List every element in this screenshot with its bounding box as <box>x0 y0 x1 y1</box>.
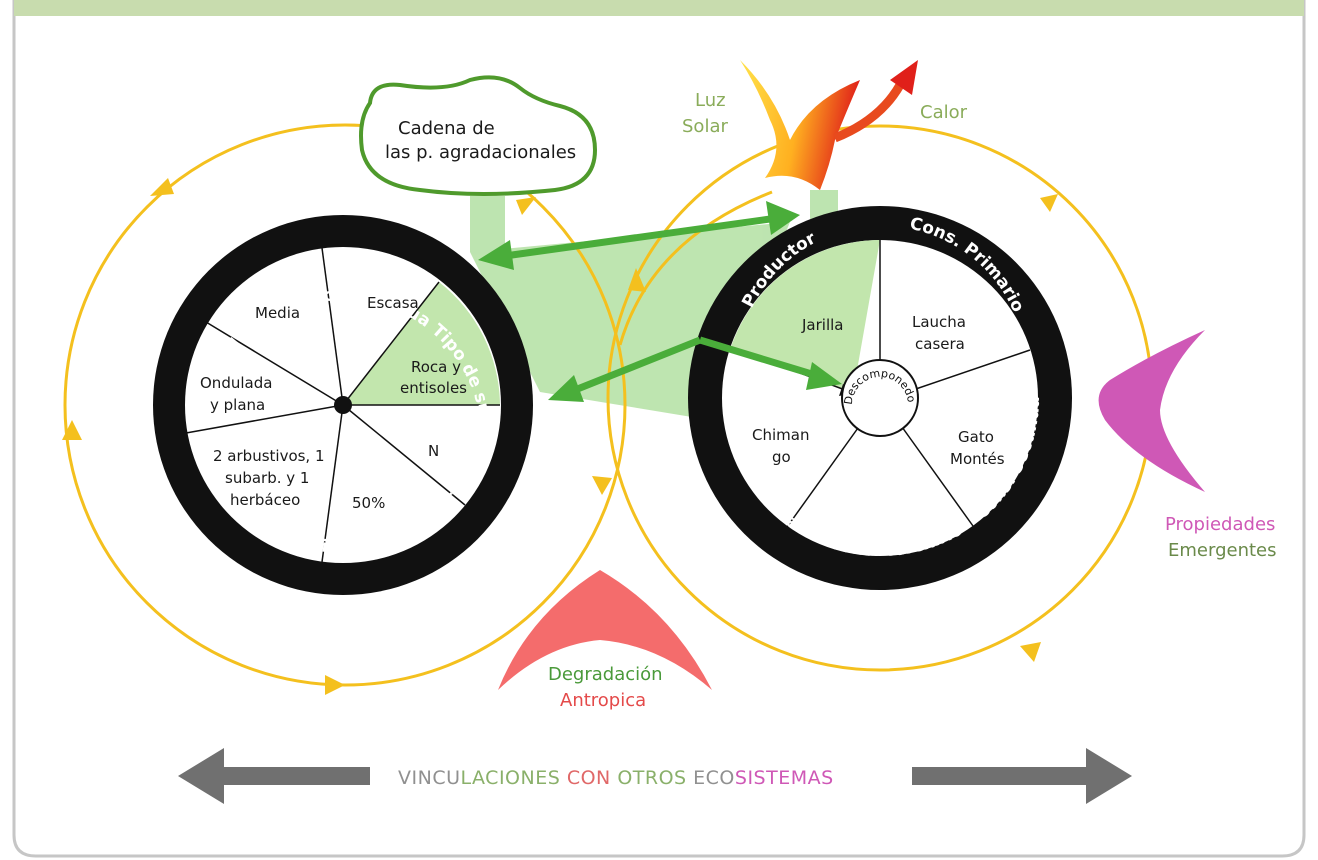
seg-estructura-3: herbáceo <box>230 491 300 509</box>
calor-label: Calor <box>920 102 968 123</box>
emergentes-shape <box>1098 330 1205 492</box>
cadena-label-1: Cadena de <box>398 118 495 139</box>
vinc-part-5: ECO <box>687 767 735 789</box>
cycle-arrowheads <box>62 178 1058 695</box>
seg-ondulada-2: y plana <box>210 396 265 414</box>
propiedades-label-1: Propiedades <box>1165 514 1275 535</box>
energy-arrowhead <box>628 268 646 292</box>
vinc-part-1: VINCU <box>398 767 461 789</box>
seg-gato-1: Gato <box>958 428 994 446</box>
seg-ondulada-1: Ondulada <box>200 374 272 392</box>
degradacion-label-1: Degradación <box>548 664 663 685</box>
seg-chiman-2: go <box>772 448 791 466</box>
seg-suelo-1: Roca y <box>411 358 461 376</box>
degradacion-label-2: Antropica <box>560 690 646 711</box>
frame-border <box>12 0 1306 858</box>
seg-estructura-2: subarb. y 1 <box>225 469 309 487</box>
segment-tipo-suelo-fill <box>343 282 500 405</box>
luz-label-1: Luz <box>695 90 726 111</box>
seg-media: Media <box>255 304 300 322</box>
seg-estructura-1: 2 arbustivos, 1 <box>213 447 325 465</box>
seg-forma: N <box>428 442 439 460</box>
seg-escasa: Escasa <box>367 294 419 312</box>
cadena-bubble <box>359 75 598 196</box>
seg-laucha-2: casera <box>915 335 965 353</box>
luz-label-2: Solar <box>682 116 728 137</box>
heat-arrow <box>833 82 904 143</box>
seg-suelo-2: entisoles <box>400 379 467 397</box>
vinc-part-4: OTROS <box>611 767 687 789</box>
header-band <box>14 0 1304 16</box>
vinc-part-3: CON <box>560 767 610 789</box>
sun-shape <box>740 60 918 190</box>
seg-chiman-1: Chiman <box>752 426 809 444</box>
green-exchange-arrows <box>478 201 842 402</box>
seg-jarilla: Jarilla <box>801 316 843 334</box>
seg-gato-2: Montés <box>950 450 1005 468</box>
seg-cobertura: 50% <box>352 494 385 512</box>
seg-laucha-1: Laucha <box>912 313 966 331</box>
producer-energy-arrow <box>618 190 773 346</box>
vinc-part-6: SISTEMAS <box>735 767 834 789</box>
vinc-part-2: LACIONES <box>461 767 561 789</box>
segment-productor-fill <box>731 240 880 393</box>
degradacion-shape <box>498 570 712 690</box>
vinculaciones-bar <box>178 748 1132 804</box>
propiedades-label-2: Emergentes <box>1168 540 1276 561</box>
cadena-label-2: las p. agradacionales <box>385 142 576 163</box>
decomposer-hub <box>841 359 919 437</box>
vinculaciones-label: VINCULACIONES CON OTROS ECOSISTEMAS <box>398 767 834 789</box>
